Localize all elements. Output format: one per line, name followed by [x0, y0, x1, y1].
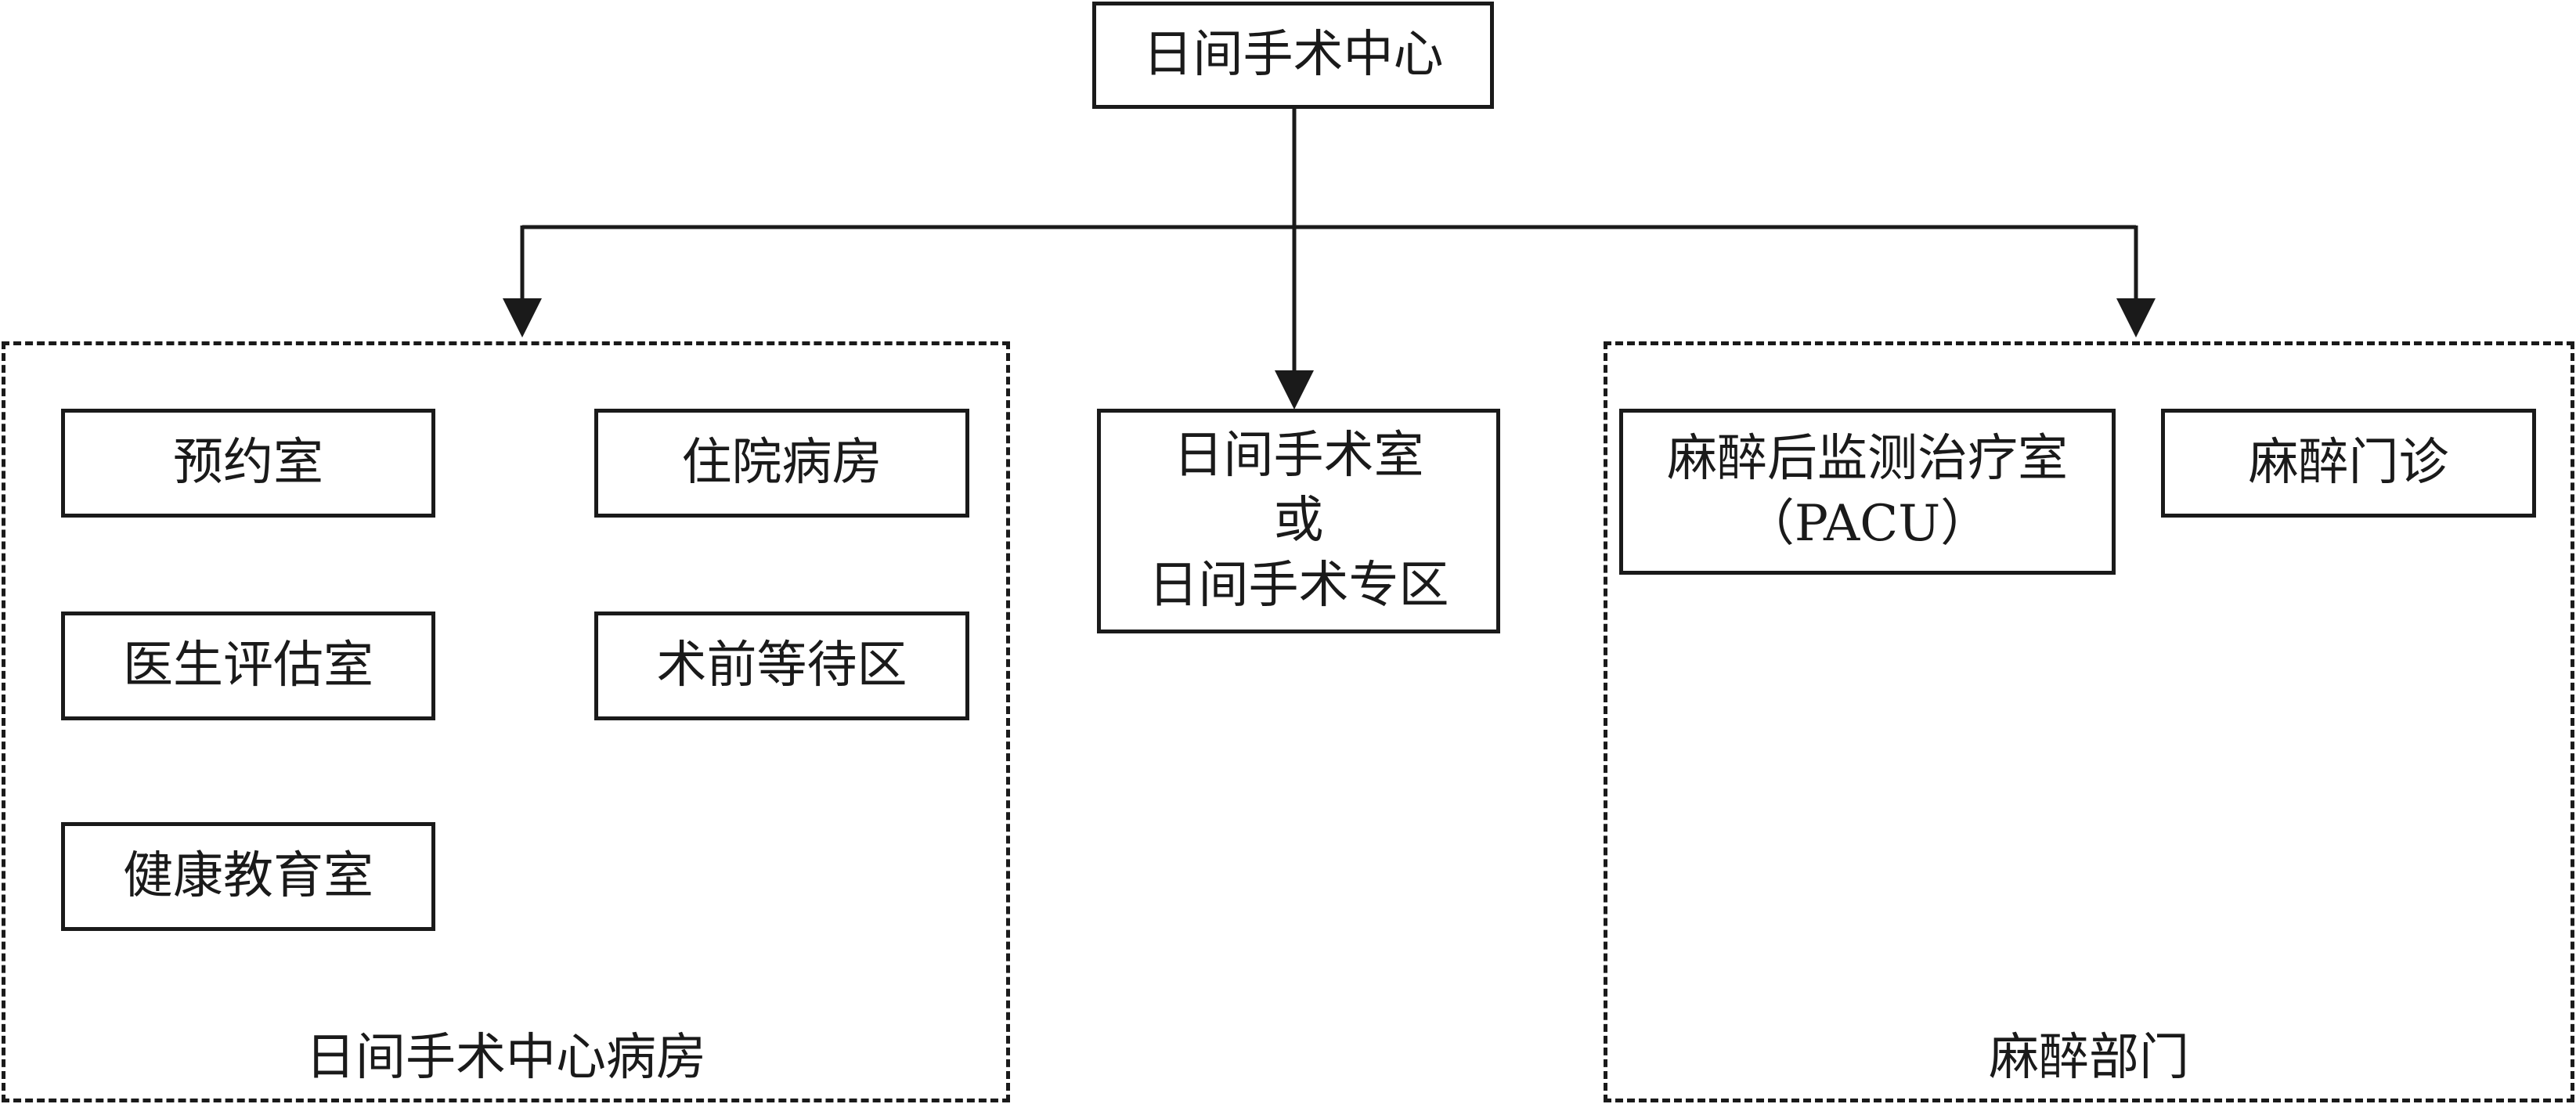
reservation-room: 预约室 — [61, 409, 435, 518]
anesthesia-group: 麻醉部门 — [1604, 341, 2574, 1102]
operating-room-node: 日间手术室 或 日间手术专区 — [1097, 409, 1500, 633]
pacu-line-1: 麻醉后监测治疗室 — [1667, 429, 2068, 488]
preop-waiting-area: 术前等待区 — [594, 612, 969, 720]
pacu-line-2: （PACU） — [1744, 495, 1991, 553]
anesthesia-group-label: 麻醉部门 — [1989, 1029, 2189, 1087]
inpatient-ward: 住院病房 — [594, 409, 969, 518]
root-node: 日间手术中心 — [1092, 2, 1494, 109]
anesthesia-clinic-node: 麻醉门诊 — [2161, 409, 2536, 518]
or-line-2: 或 — [1273, 491, 1324, 550]
ward-group-label: 日间手术中心病房 — [305, 1029, 706, 1087]
health-education-room: 健康教育室 — [61, 822, 435, 931]
or-line-3: 日间手术专区 — [1148, 557, 1449, 615]
ward-group: 日间手术中心病房 — [2, 341, 1010, 1102]
pacu-node: 麻醉后监测治疗室 （PACU） — [1619, 409, 2116, 575]
doctor-evaluation-room: 医生评估室 — [61, 612, 435, 720]
or-line-1: 日间手术室 — [1173, 426, 1424, 485]
